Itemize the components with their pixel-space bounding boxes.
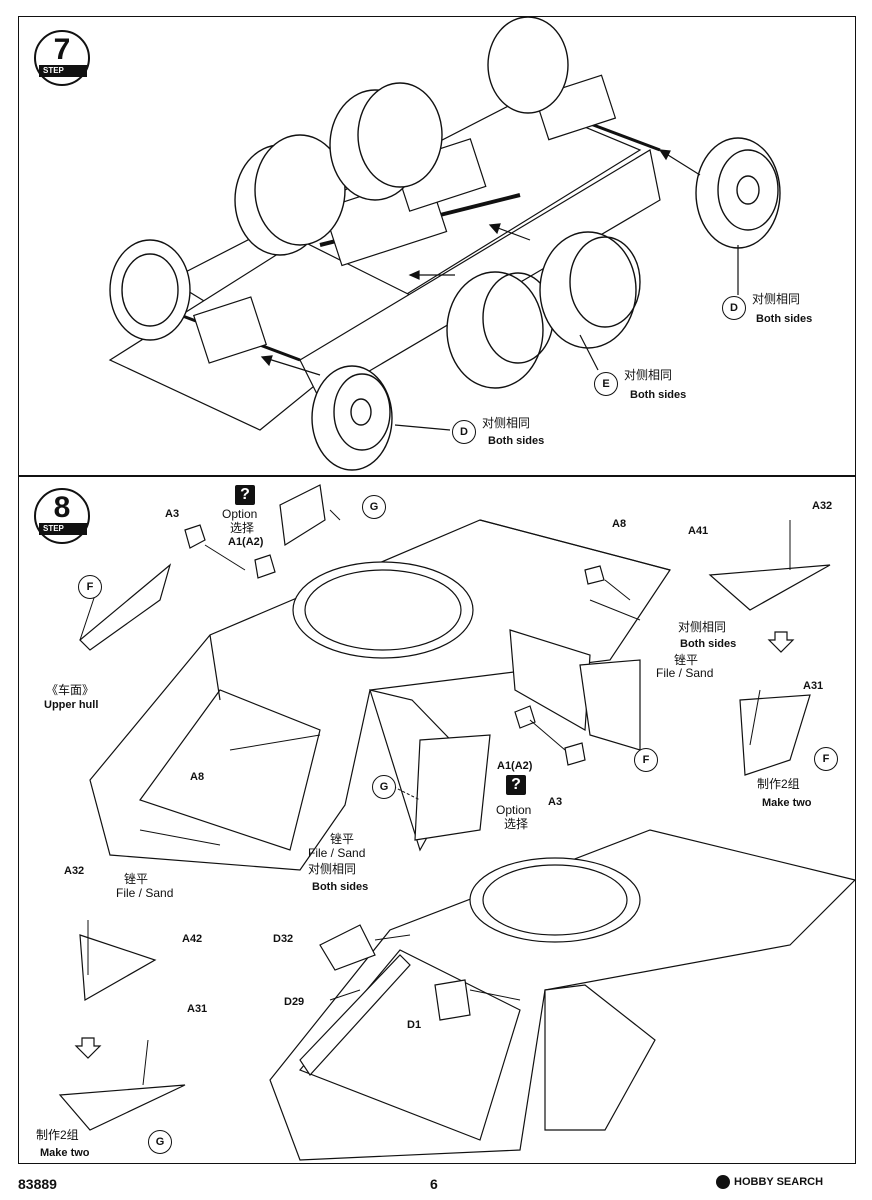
make-two-cn-right: 制作2组	[757, 777, 800, 791]
part-label-a31-left: A31	[187, 1003, 208, 1015]
part-label-a32-right: A32	[812, 500, 833, 512]
callout-cn-e: 对侧相同	[624, 368, 673, 382]
upper-hull-cn: 《车面》	[46, 683, 95, 697]
step-8-badge: 8 STEP	[34, 488, 90, 544]
part-circle-f-right: F	[634, 748, 658, 772]
make-two-cn-left: 制作2组	[36, 1128, 79, 1142]
step-7-number: 7	[53, 33, 71, 66]
watermark-text: HOBBY SEARCH	[734, 1176, 824, 1188]
file-sand-en-right: File / Sand	[656, 666, 714, 680]
both-sides-cn-center: 对侧相同	[308, 862, 357, 876]
option-cn-mid: 选择	[504, 817, 529, 831]
part-circle-g-bottom: G	[148, 1130, 172, 1154]
part-label-d29: D29	[284, 996, 305, 1008]
file-sand-cn-right: 锉平	[674, 653, 699, 667]
file-sand-cn-center: 锉平	[330, 832, 355, 846]
step-7-word: STEP	[39, 65, 87, 77]
part-label-a3-mid: A3	[548, 796, 563, 808]
kit-code: 83889	[18, 1176, 57, 1192]
upper-hull-drawing	[58, 484, 857, 1161]
part-circle-f-left: F	[78, 575, 102, 599]
callout-en-e: Both sides	[630, 389, 687, 401]
both-sides-cn-right: 对侧相同	[678, 620, 727, 634]
part-label-a1a2-mid: A1(A2)	[497, 760, 533, 772]
part-circle-d-left: D	[452, 420, 476, 444]
callout-en-d-left: Both sides	[488, 435, 545, 447]
upper-hull-en: Upper hull	[44, 699, 99, 711]
part-label-d1: D1	[407, 1019, 422, 1031]
step-7-badge: 7 STEP	[34, 30, 90, 86]
hobby-search-logo-icon	[716, 1175, 730, 1189]
watermark: HOBBY SEARCH	[716, 1175, 823, 1189]
arrows-step7	[260, 149, 739, 431]
part-circle-g-top: G	[362, 495, 386, 519]
callout-en-d-right: Both sides	[756, 313, 813, 325]
step-8-word: STEP	[39, 523, 87, 535]
callout-cn-d-left: 对侧相同	[482, 416, 531, 430]
make-two-en-right: Make two	[762, 797, 812, 809]
wheels-step7	[109, 16, 781, 471]
part-label-a32-left: A32	[64, 865, 85, 877]
option-question-icon-mid: ?	[506, 775, 526, 795]
arrows-step8	[79, 509, 791, 1086]
part-label-a41: A41	[688, 525, 709, 537]
part-label-a1a2-top: A1(A2)	[228, 536, 264, 548]
option-question-icon-top: ?	[235, 485, 255, 505]
part-circle-f-far-right: F	[814, 747, 838, 771]
part-label-a31-right: A31	[803, 680, 824, 692]
part-label-a3-top: A3	[165, 508, 180, 520]
both-sides-en-center: Both sides	[312, 881, 369, 893]
part-label-d32: D32	[273, 933, 294, 945]
file-sand-en-left: File / Sand	[116, 886, 174, 900]
part-circle-g-mid: G	[372, 775, 396, 799]
part-label-a8-left: A8	[190, 771, 205, 783]
file-sand-cn-left: 锉平	[124, 872, 149, 886]
callout-cn-d-right: 对侧相同	[752, 292, 801, 306]
option-cn-top: 选择	[230, 521, 255, 535]
option-en-mid: Option	[496, 803, 532, 817]
step-8-number: 8	[53, 491, 71, 524]
page-number: 6	[430, 1176, 438, 1192]
file-sand-en-center: File / Sand	[308, 846, 366, 860]
part-label-a8-top: A8	[612, 518, 627, 530]
make-two-en-left: Make two	[40, 1147, 90, 1159]
both-sides-en-right: Both sides	[680, 638, 737, 650]
part-circle-e: E	[594, 372, 618, 396]
option-en-top: Option	[222, 507, 258, 521]
part-label-a42: A42	[182, 933, 203, 945]
part-circle-d-right: D	[722, 296, 746, 320]
